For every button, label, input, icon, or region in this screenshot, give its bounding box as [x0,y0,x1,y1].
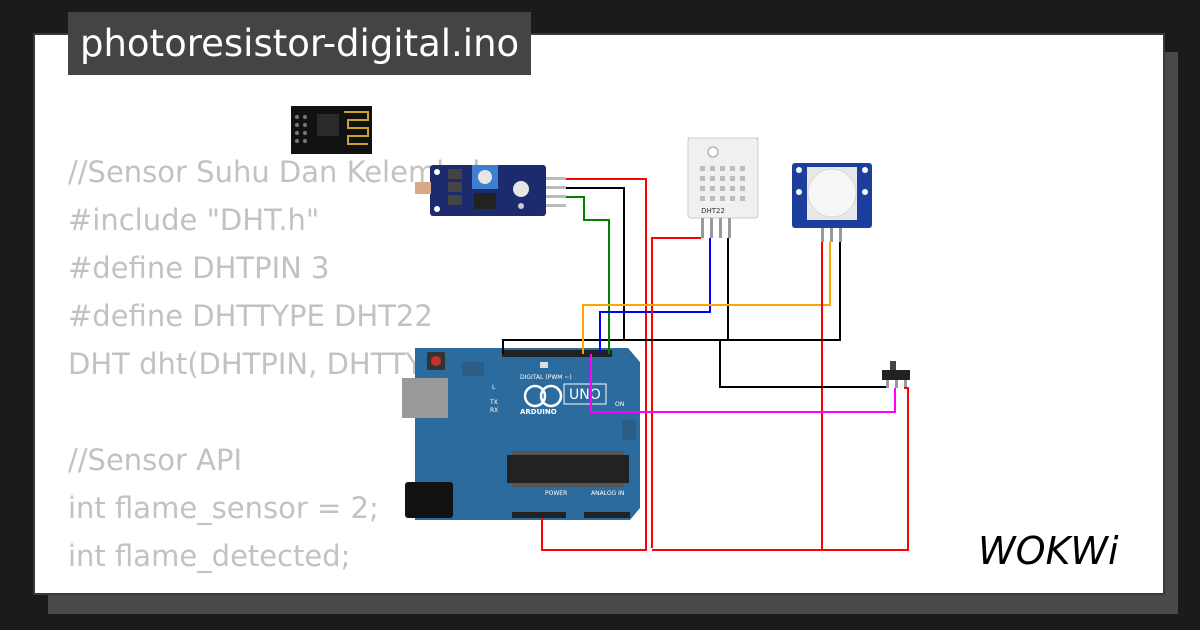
analog-pins-label: ANALOG IN [591,490,624,497]
project-title: photoresistor-digital.ino [68,12,532,75]
on-label: ON [615,401,624,408]
rx-label: RX [490,407,498,414]
led-l-label: L [492,384,496,391]
arduino-uno-board[interactable]: DIGITAL (PWM ~) L TX RX ARDUINO UNO ON P… [402,348,640,520]
pir-sensor[interactable] [792,163,872,242]
dht22-label: DHT22 [701,207,725,215]
arduino-logo-icon [523,384,547,408]
code-line: #include "DHT.h" [68,203,320,237]
dht22-sensor[interactable]: DHT22 [687,137,759,238]
model-label: UNO [569,387,601,403]
esp01-module[interactable] [291,106,372,154]
svg-text:WOKWi: WOKWi [978,529,1119,573]
sensor-module[interactable] [415,165,566,216]
digital-pins-label: DIGITAL (PWM ~) [520,374,572,381]
brand-label: ARDUINO [520,408,557,416]
code-line: //Sensor API [68,443,243,477]
code-line: int flame_detected; [68,539,351,573]
code-line: #define DHTPIN 3 [68,251,330,285]
wokwi-logo: WOKWi [978,529,1119,573]
code-line: int flame_sensor = 2; [68,491,379,525]
reset-button[interactable] [431,356,441,366]
power-pins-label: POWER [545,490,567,497]
code-line: #define DHTTYPE DHT22 [68,299,433,333]
tx-label: TX [489,399,498,406]
wires [502,178,909,551]
slide-switch[interactable] [882,361,910,388]
